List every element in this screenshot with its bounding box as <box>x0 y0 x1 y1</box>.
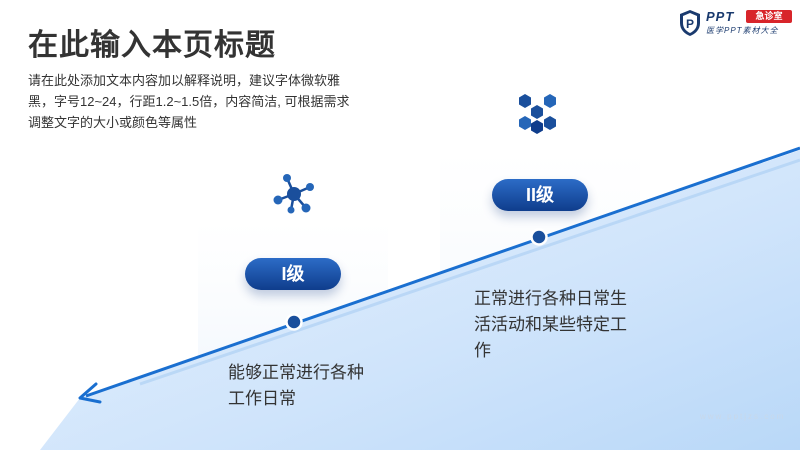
level-1-description: 能够正常进行各种工作日常 <box>228 363 364 408</box>
level-2-description: 正常进行各种日常生活活动和某些特定工作 <box>474 289 627 360</box>
level-2-badge: II级 <box>492 179 588 211</box>
shield-icon: P <box>680 10 700 36</box>
logo-badge: 急诊室 <box>746 10 792 23</box>
brand-logo: P PPT 急诊室 医学PPT素材大全 <box>678 8 796 38</box>
watermark: www.pptjzs.com <box>700 412 786 421</box>
arrow-head-icon <box>78 382 102 404</box>
hexagon-cluster-icon <box>519 94 556 134</box>
blue-wedge <box>40 150 800 450</box>
level-2-node <box>530 228 548 246</box>
page-title: 在此输入本页标题 <box>28 29 276 62</box>
page-description: 请在此处添加文本内容加以解释说明，建议字体微软雅黑，字号12~24，行距1.2~… <box>28 73 350 130</box>
svg-text:P: P <box>686 17 694 31</box>
main-diagonal-line <box>85 146 800 398</box>
level-1-badge: I级 <box>245 258 341 290</box>
secondary-line <box>139 158 800 386</box>
level-1-node <box>285 313 303 331</box>
logo-ppt-text: PPT <box>706 9 735 24</box>
logo-subtitle: 医学PPT素材大全 <box>706 26 779 35</box>
molecule-icon <box>273 174 314 214</box>
